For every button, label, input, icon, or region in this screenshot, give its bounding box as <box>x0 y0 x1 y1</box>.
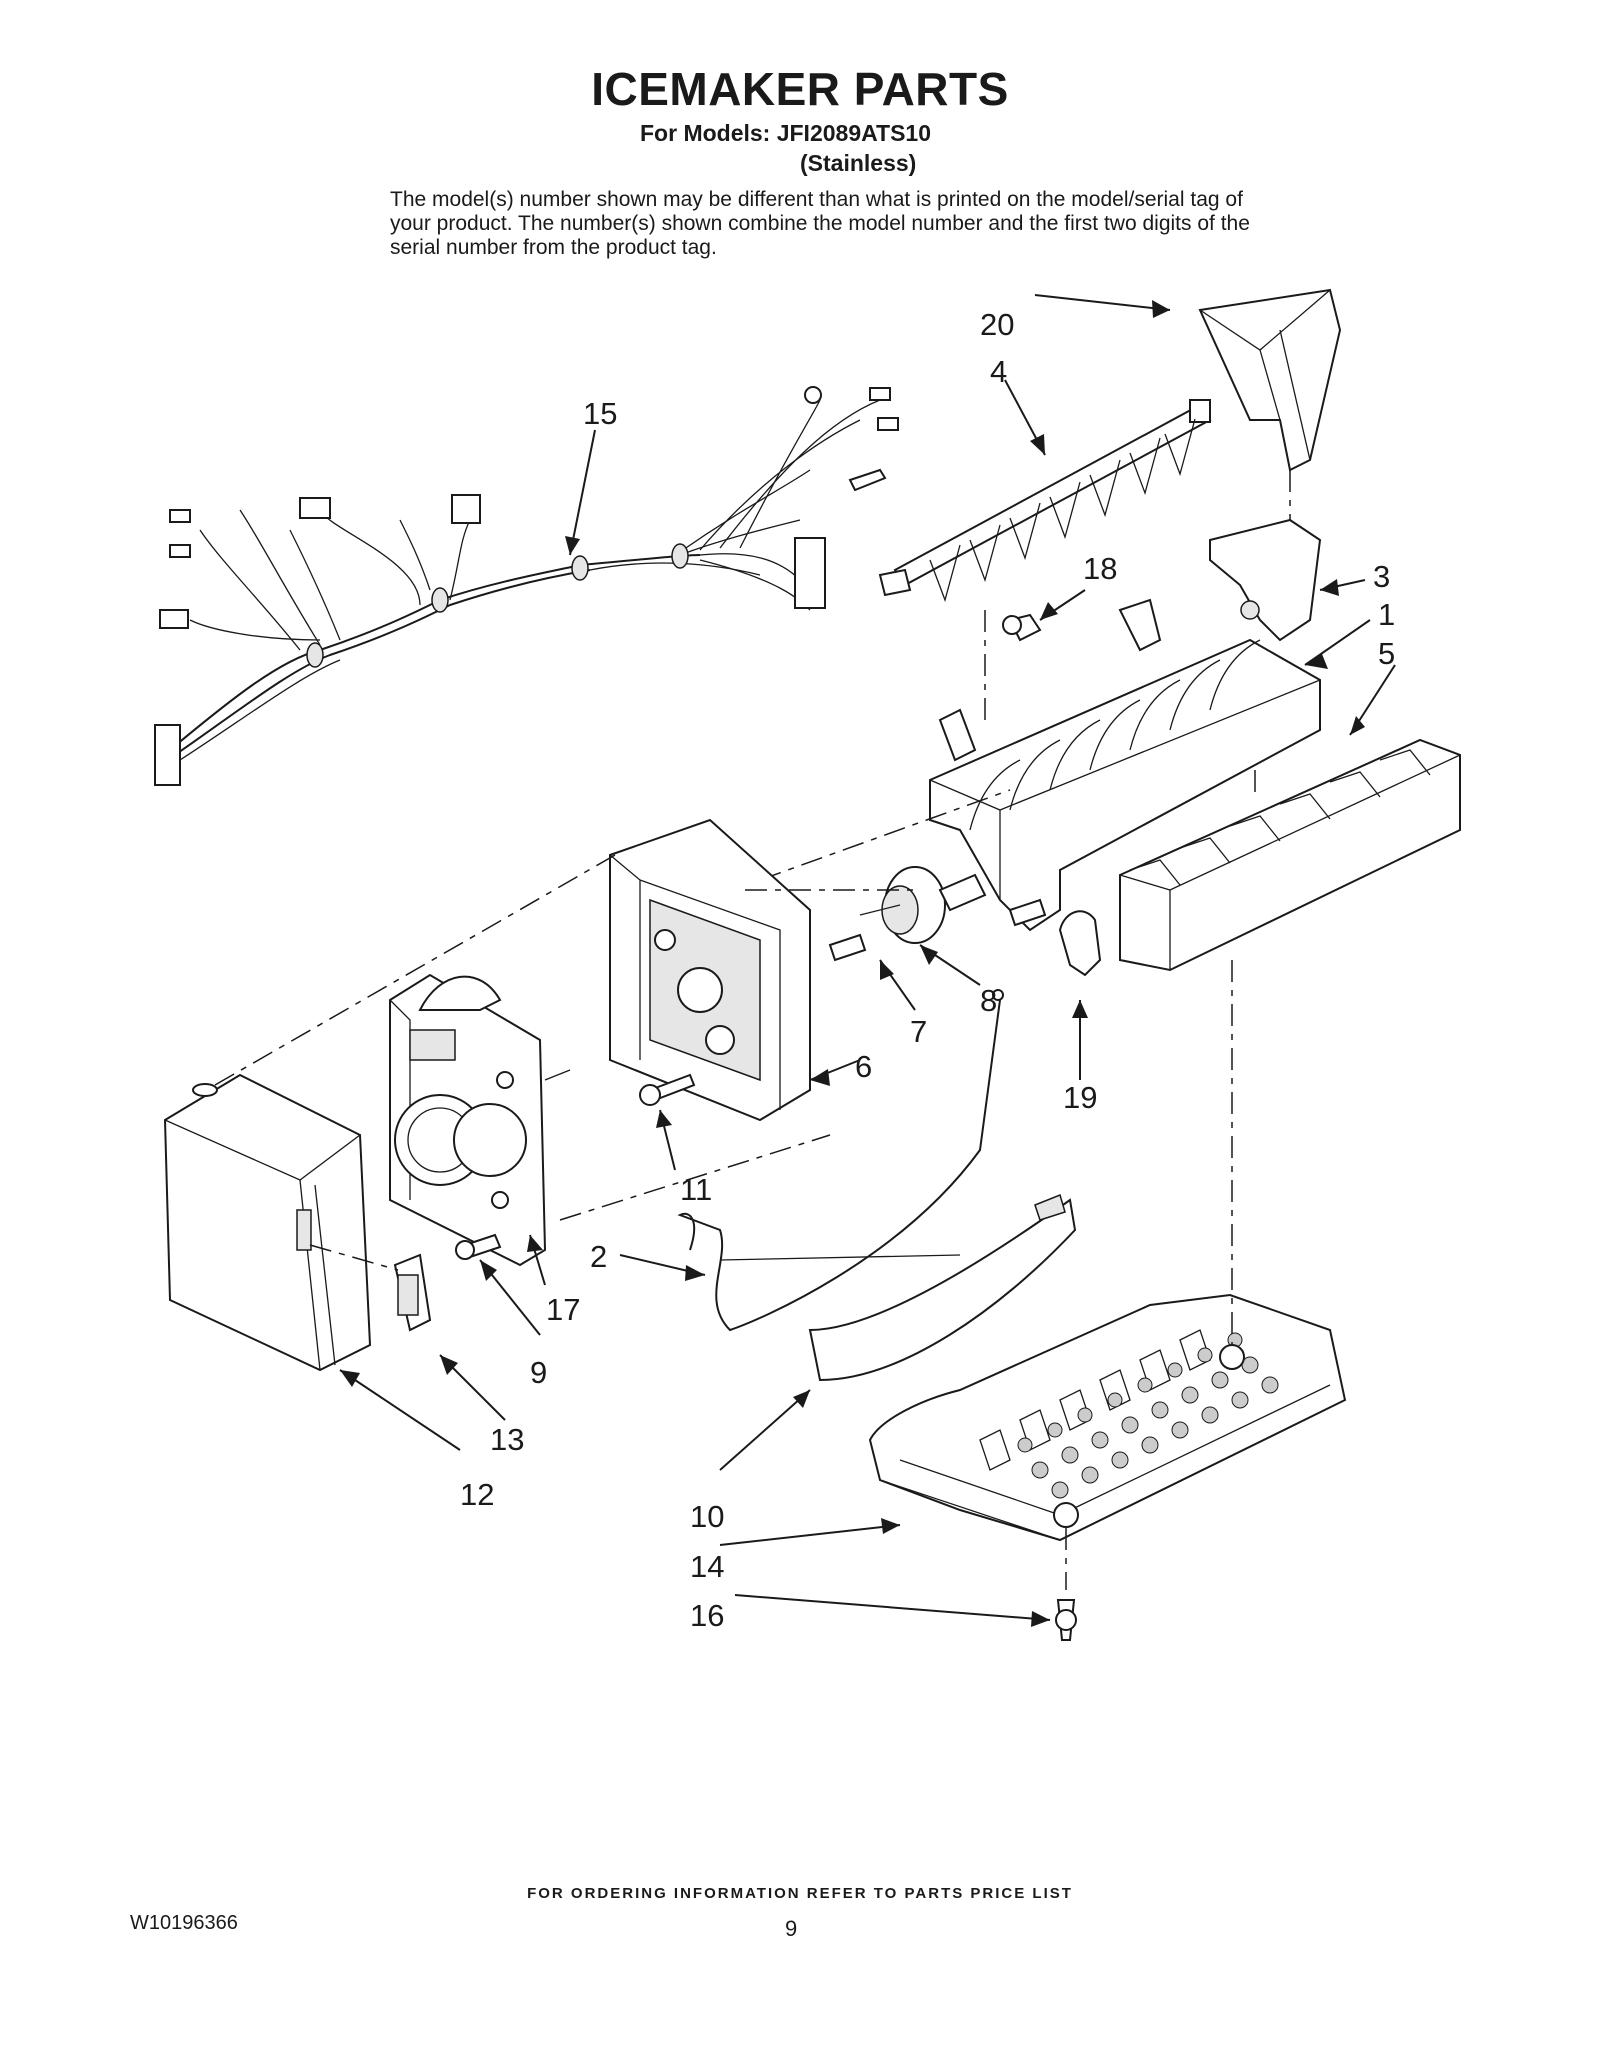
model-disclaimer: The model(s) number shown may be differe… <box>390 188 1250 259</box>
base-tray-drawing <box>868 960 1347 1590</box>
ejector-blade-drawing <box>878 399 1212 603</box>
callout-8: 8 <box>980 983 997 1018</box>
callout-arrowheads <box>340 300 1365 1627</box>
alignment-line <box>559 1134 831 1221</box>
model-variant: (Stainless) <box>800 150 917 176</box>
motor-module-drawing <box>389 973 571 1267</box>
ordering-note: FOR ORDERING INFORMATION REFER TO PARTS … <box>527 1885 1073 1902</box>
shut-off-arm-drawing <box>677 989 1004 1332</box>
fill-cup-drawing <box>1198 288 1342 472</box>
front-cover-drawing <box>163 1073 372 1372</box>
callout-7: 7 <box>910 1014 927 1049</box>
callout-18: 18 <box>1083 551 1117 586</box>
callout-2: 2 <box>590 1239 607 1274</box>
document-number: W10196366 <box>130 1912 238 1934</box>
clip-drawing <box>1058 910 1102 977</box>
callout-6: 6 <box>855 1049 872 1084</box>
mold-cover-drawing <box>1119 738 1461 972</box>
mold-body-drawing <box>929 598 1321 932</box>
callout-3: 3 <box>1373 559 1390 594</box>
callout-15: 15 <box>583 396 617 431</box>
callout-4: 4 <box>990 354 1007 389</box>
model-info: For Models: JFI2089ATS10 (Stainless) <box>640 118 931 178</box>
callout-17: 17 <box>546 1292 580 1327</box>
screw-11-drawing <box>639 1073 696 1106</box>
rake-drawing <box>719 1193 1077 1382</box>
alignment-line <box>214 854 616 1086</box>
control-housing-drawing <box>609 818 811 1122</box>
callout-5: 5 <box>1378 636 1395 671</box>
callout-14: 14 <box>690 1549 724 1584</box>
callout-20: 20 <box>980 307 1014 342</box>
callout-19: 19 <box>1063 1080 1097 1115</box>
screw-16-drawing <box>1055 1599 1077 1641</box>
callout-12: 12 <box>460 1477 494 1512</box>
models-line: For Models: JFI2089ATS10 <box>640 120 931 146</box>
screw-9-drawing <box>455 1233 502 1260</box>
callout-16: 16 <box>690 1598 724 1633</box>
callout-11: 11 <box>680 1172 712 1207</box>
screw-18-drawing <box>1002 613 1042 642</box>
water-inlet-support-drawing <box>1209 470 1322 642</box>
page-number: 9 <box>785 1916 798 1941</box>
page-title: ICEMAKER PARTS <box>591 63 1009 115</box>
thermostat-drawing <box>759 789 1047 962</box>
callout-1: 1 <box>1378 597 1395 632</box>
callout-9: 9 <box>530 1355 547 1390</box>
wire-harness-drawing <box>154 386 899 786</box>
callout-13: 13 <box>490 1422 524 1457</box>
switch-drawing <box>309 1244 432 1332</box>
callout-10: 10 <box>690 1499 724 1534</box>
